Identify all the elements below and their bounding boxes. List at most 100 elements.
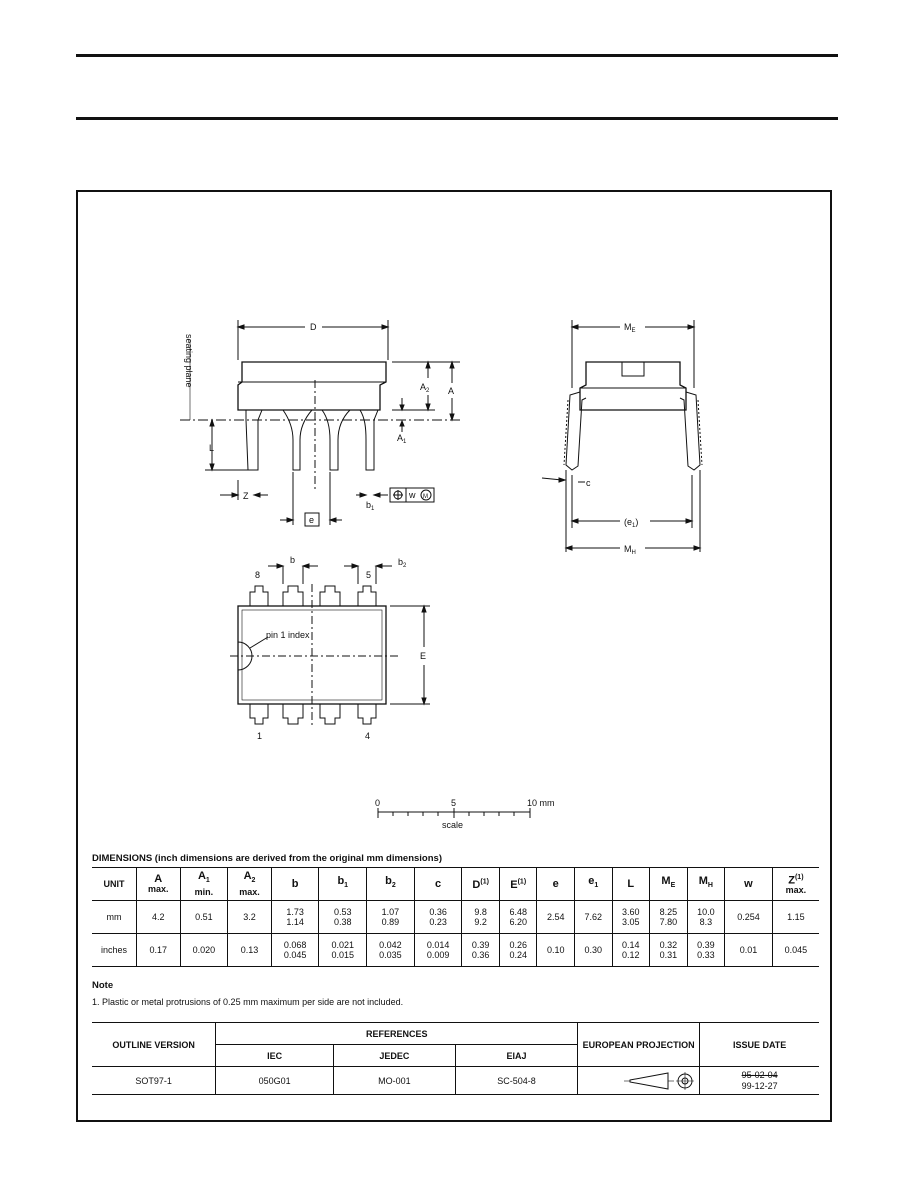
outline-version-header: OUTLINE VERSION (92, 1022, 217, 1067)
scale-caption: scale (442, 820, 463, 830)
scale-label-0: 0 (375, 798, 380, 808)
header-rule (76, 117, 838, 120)
iec-header: IEC (215, 1044, 334, 1067)
header-b: b (270, 867, 320, 901)
label-w: w (408, 490, 416, 500)
issue-date-cell: 95-02-04 99-12-27 (699, 1066, 819, 1095)
note-text: 1. Plastic or metal protrusions of 0.25 … (92, 997, 404, 1007)
label-b1: b1 (366, 500, 375, 512)
header-MH: MH (686, 867, 726, 901)
label-pin-5: 5 (366, 570, 371, 580)
header-e: e (536, 867, 575, 901)
row-unit: inches (92, 933, 137, 967)
label-pin-4: 4 (365, 731, 370, 741)
issue-date-header: ISSUE DATE (699, 1022, 819, 1067)
scale-label-10: 10 mm (527, 798, 555, 808)
label-D: D (310, 322, 317, 332)
header-c: c (413, 867, 463, 901)
label-A: A (448, 386, 454, 396)
label-M-symbol: M (423, 494, 428, 500)
issue-date-new: 99-12-27 (741, 1080, 778, 1091)
references-header: REFERENCES (215, 1022, 579, 1045)
iec-value: 050G01 (215, 1066, 334, 1095)
eiaj-value: SC-504-8 (454, 1066, 579, 1095)
label-pin-1: 1 (257, 731, 262, 741)
top-rule (76, 54, 838, 57)
end-view (541, 320, 703, 552)
label-MH: MH (624, 544, 636, 556)
scale-label-5: 5 (451, 798, 456, 808)
label-b2: b2 (398, 557, 407, 569)
european-projection-cell (577, 1066, 701, 1095)
label-c: c (586, 478, 591, 488)
label-E: E (420, 651, 426, 661)
dimensions-title: DIMENSIONS (inch dimensions are derived … (92, 853, 442, 864)
eiaj-header: EIAJ (454, 1044, 579, 1067)
cell-A1: 0.020 (179, 933, 229, 967)
cell-A1: 0.51 (179, 900, 229, 934)
issue-date-old: 95-02-04 (741, 1069, 778, 1080)
header-D: D(1) (461, 867, 500, 901)
label-e1: (e1) (624, 517, 638, 529)
cell-e1: 7.62 (574, 900, 613, 934)
cell-A2: 0.13 (227, 933, 272, 967)
header-E: E(1) (498, 867, 538, 901)
row-unit: mm (92, 900, 137, 934)
jedec-header: JEDEC (332, 1044, 456, 1067)
label-A1: A1 (397, 433, 407, 445)
outline-version-value: SOT97-1 (92, 1066, 217, 1095)
cell-e: 0.10 (536, 933, 575, 967)
scale-bar (377, 808, 531, 818)
outline-reference-table: OUTLINE VERSION REFERENCES EUROPEAN PROJ… (92, 1022, 819, 1095)
top-view (230, 563, 430, 728)
cell-Z: 0.045 (771, 933, 819, 967)
label-Z: Z (243, 491, 249, 501)
header-w: w (724, 867, 773, 901)
cell-e1: 0.30 (574, 933, 613, 967)
cell-e: 2.54 (536, 900, 575, 934)
cell-A2: 3.2 (227, 900, 272, 934)
cell-Z: 1.15 (771, 900, 819, 934)
header-e1: e1 (574, 867, 613, 901)
european-projection-header: EUROPEAN PROJECTION (577, 1022, 701, 1067)
header-L: L (611, 867, 651, 901)
label-pin-8: 8 (255, 570, 260, 580)
header-b2: b2 (366, 867, 415, 901)
header-b1: b1 (318, 867, 368, 901)
label-ME: ME (624, 322, 636, 334)
label-seating-plane: seating plane (184, 334, 194, 388)
note-heading: Note (92, 980, 114, 991)
label-e: e (309, 515, 314, 525)
label-b: b (290, 555, 295, 565)
header-ME: ME (649, 867, 688, 901)
header-Z: Z(1)max. (771, 867, 819, 901)
cell-w: 0.01 (724, 933, 773, 967)
label-A2: A2 (420, 382, 430, 394)
side-view (180, 320, 460, 527)
